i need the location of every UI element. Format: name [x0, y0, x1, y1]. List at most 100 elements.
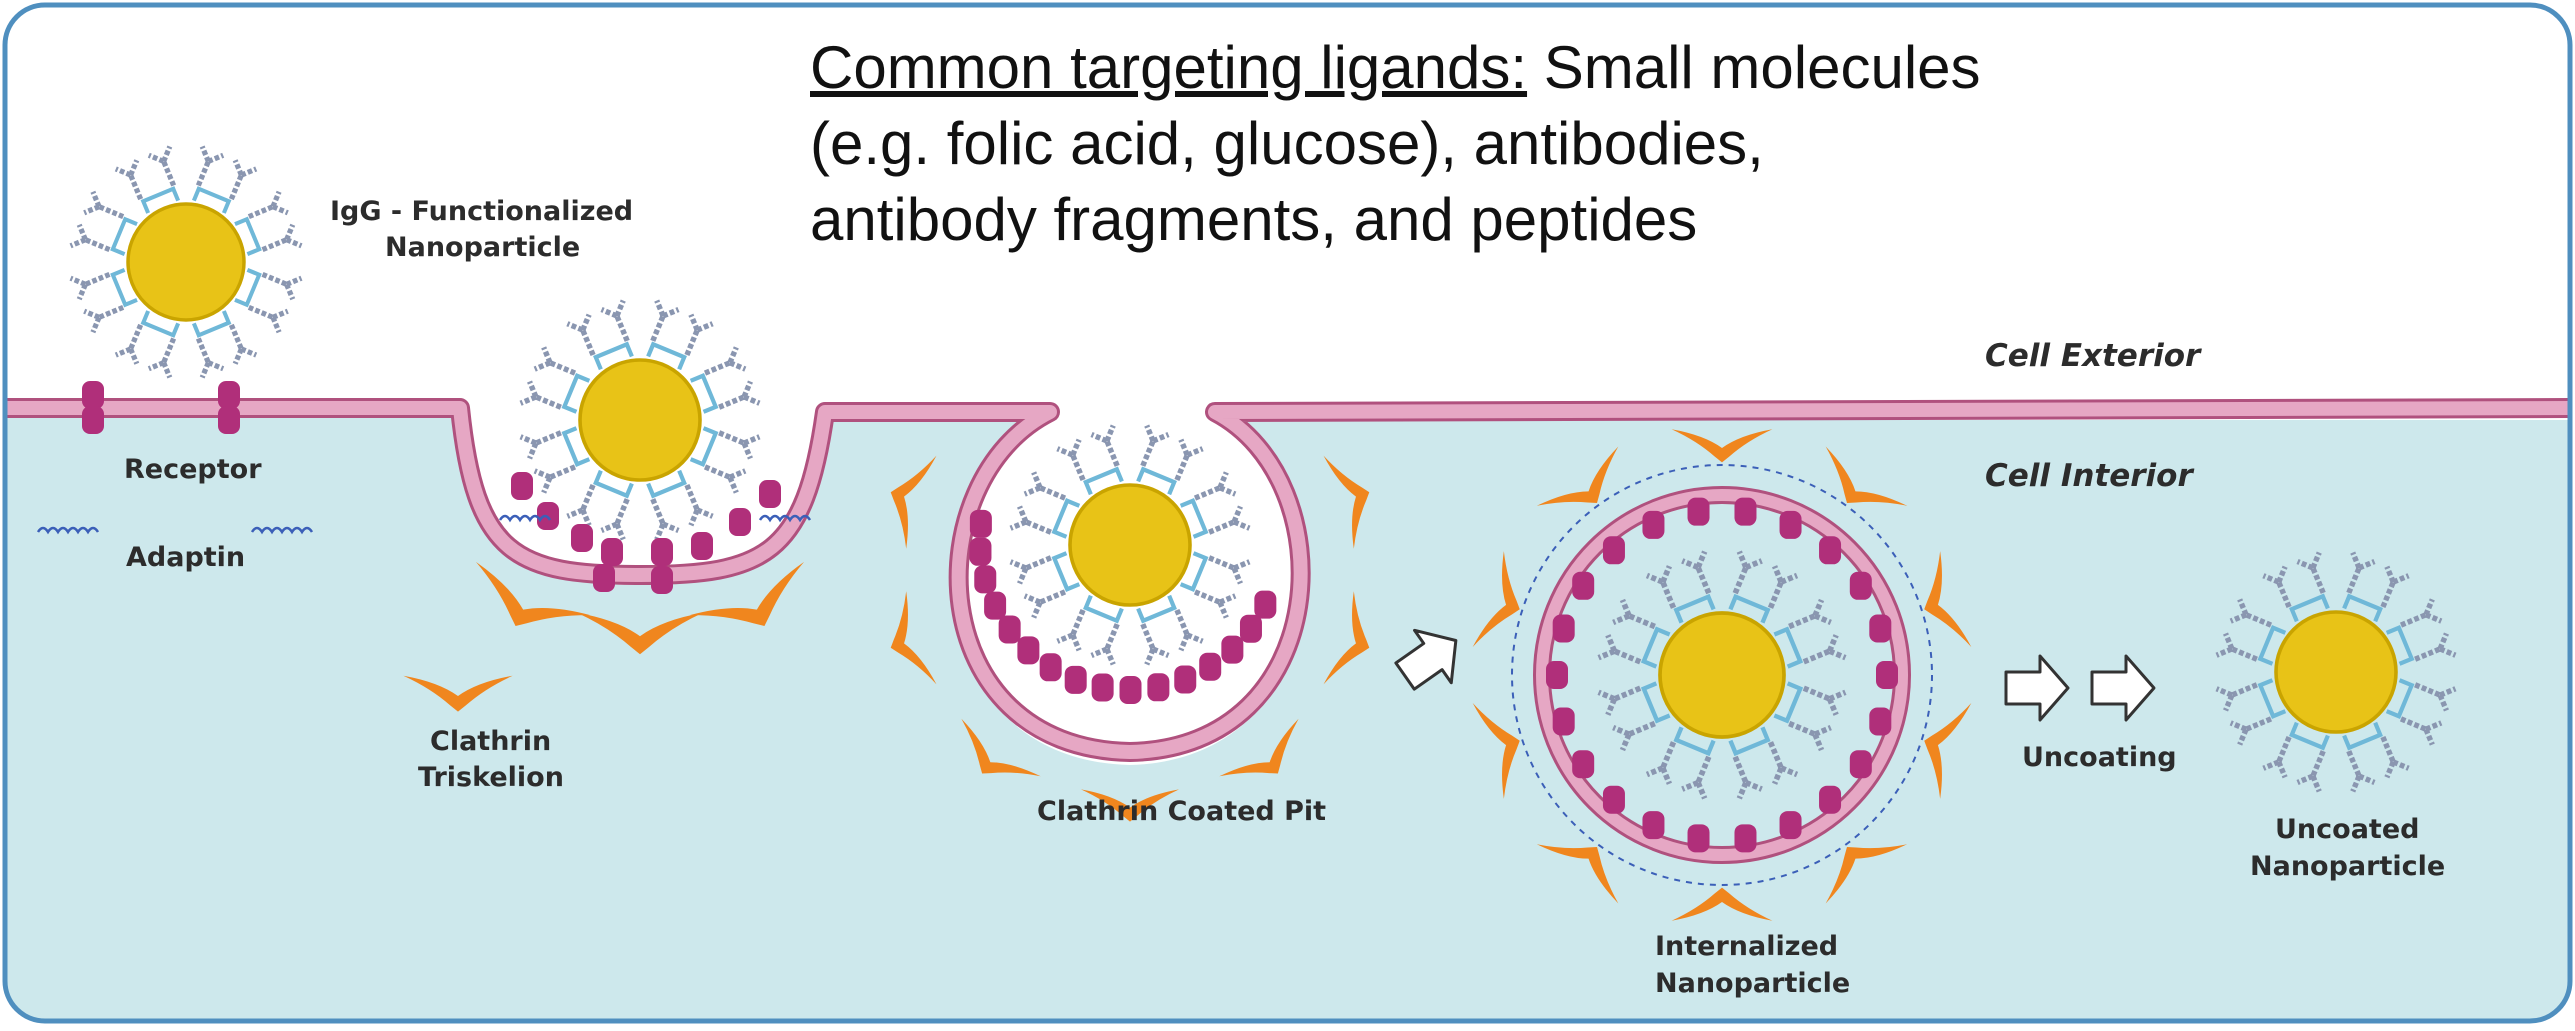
antibody-stem	[718, 430, 746, 446]
antibody-stem	[650, 314, 666, 342]
antibody-stem	[2276, 581, 2292, 609]
antibody-stem	[84, 271, 111, 287]
antibody-arm	[114, 346, 132, 358]
linker-mark	[1051, 498, 1081, 539]
antibody-arm	[1619, 598, 1632, 617]
antibody-arm	[1017, 505, 1029, 523]
clathrin-shape	[1472, 703, 1520, 799]
linker-mark	[191, 186, 232, 214]
receptor-shape	[1552, 614, 1575, 643]
receptor-shape	[729, 508, 751, 536]
clathrin-triskelion-icon	[1924, 703, 1972, 799]
receptor-icon	[1091, 673, 1114, 702]
antibody-arm	[688, 508, 700, 527]
receptor-shape	[1602, 785, 1625, 814]
receptor-icon	[1572, 571, 1595, 600]
antibody-stem	[1193, 589, 1221, 605]
receptor-icon	[218, 381, 240, 409]
receptor-shape	[1254, 590, 1277, 619]
antibody-stem	[2310, 566, 2326, 594]
antibody-arm	[741, 442, 753, 460]
antibody-stem	[228, 323, 244, 350]
antibody-arm	[2384, 760, 2396, 779]
clathrin-shape	[1536, 446, 1619, 506]
antibody-stem	[1627, 613, 1656, 630]
antibody-arm	[1660, 565, 1672, 584]
antibody-arm	[2262, 759, 2280, 771]
antibody-arm	[541, 346, 553, 364]
antibody-arm	[90, 316, 102, 334]
linker-mark	[561, 426, 591, 467]
receptor-shape	[651, 538, 673, 566]
antibody-arm	[1597, 648, 1616, 661]
antibody-stem	[228, 174, 244, 201]
igg-nanoparticle	[69, 145, 303, 379]
antibody-stem	[2310, 750, 2326, 778]
clathrin-shape	[1825, 844, 1908, 904]
linker-mark	[1673, 726, 1716, 757]
igg-label-line2: Nanoparticle	[385, 232, 580, 263]
antibody-stem	[1070, 608, 1086, 636]
antibody-arm	[1070, 438, 1082, 457]
adaptin-ring	[1511, 464, 1933, 886]
clathrin-shape	[890, 455, 937, 549]
antibody-arm	[688, 313, 700, 332]
antibody-arm	[2310, 775, 2322, 793]
receptor-shape	[82, 406, 104, 434]
receptor-icon	[593, 564, 615, 592]
antibody-arm	[600, 307, 618, 319]
receptor-shape	[1572, 750, 1595, 779]
receptor-shape	[969, 537, 992, 566]
antibody-stem	[2346, 750, 2362, 778]
receptor-shape	[1869, 614, 1892, 643]
antibody-arm	[1023, 485, 1042, 497]
antibody-stem	[718, 394, 746, 410]
receptor-shape	[759, 480, 781, 508]
linker-mark	[1673, 593, 1716, 624]
receptor-shape	[1819, 785, 1842, 814]
antibody-arm	[696, 321, 714, 333]
antibody-stem	[703, 464, 731, 480]
antibody-arm	[1826, 697, 1839, 716]
antibody-arm	[285, 275, 303, 287]
receptor-icon	[1779, 510, 1802, 539]
receptor-icon	[1734, 497, 1757, 526]
antibody-arm	[1812, 733, 1825, 752]
note-line-1: Common targeting ligands: Small molecule…	[810, 30, 2110, 106]
clathrin-label-line1: Clathrin	[430, 726, 551, 757]
receptor-icon	[1064, 665, 1087, 694]
antibody-arm	[1828, 689, 1847, 702]
antibody-stem	[1613, 685, 1642, 702]
antibody-arm	[284, 223, 296, 241]
receptor-shape	[593, 564, 615, 592]
antibody-arm	[614, 523, 626, 541]
antibody-arm	[232, 159, 244, 177]
antibody-arm	[741, 380, 753, 398]
linker-mark	[1640, 681, 1671, 724]
clathrin-triskelion-icon	[689, 561, 805, 626]
clathrin-triskelion-icon	[1472, 551, 1520, 647]
arrow-right-icon	[2090, 654, 2156, 722]
antibody-stem	[684, 329, 700, 357]
clathrin-triskelion-icon	[1924, 551, 1972, 647]
antibody-arm	[1056, 446, 1074, 458]
clathrin-shape	[1671, 887, 1773, 921]
receptor-icon	[1546, 661, 1568, 689]
antibody-arm	[69, 237, 87, 249]
antibody-arm	[1023, 593, 1042, 605]
antibody-stem	[703, 360, 731, 376]
antibody-stem	[684, 483, 700, 511]
targeting-ligands-note: Common targeting ligands: Small molecule…	[810, 30, 2110, 258]
receptor-shape	[651, 566, 673, 594]
antibody-arm	[1605, 697, 1618, 716]
antibody-arm	[1645, 572, 1664, 585]
antibody-arm	[1218, 593, 1237, 605]
coated-pit-label: Clathrin Coated Pit	[1037, 796, 1326, 827]
receptor-icon	[601, 538, 623, 566]
receptor-shape	[1091, 673, 1114, 702]
antibody-arm	[1031, 601, 1043, 619]
linker-mark	[2342, 593, 2383, 623]
antibody-stem	[2380, 735, 2396, 763]
linker-mark	[1136, 466, 1177, 496]
